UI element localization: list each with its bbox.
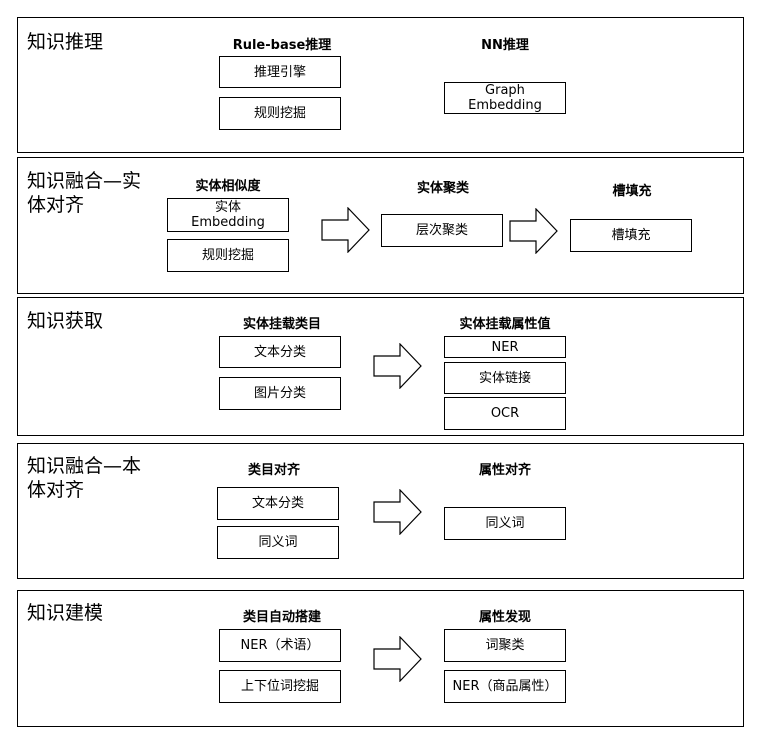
column-heading-attribute-discovery: 属性发现 [478, 610, 532, 625]
box-rule-mining: 规则挖掘 [167, 239, 289, 272]
flow-arrow-icon [321, 207, 370, 253]
box-inference-engine: 推理引擎 [219, 56, 341, 88]
box-ocr: OCR [444, 397, 566, 430]
section-title: 知识建模 [27, 602, 104, 624]
section-knowledge-modeling: 知识建模 类目自动搭建 NER（术语） 上下位词挖掘 属性发现 词聚类 NER（… [17, 590, 744, 727]
column-heading-category-alignment: 类目对齐 [247, 463, 301, 478]
flow-arrow-icon [373, 343, 422, 389]
flow-arrow-icon [373, 489, 422, 535]
column-heading-rule-based: Rule-base推理 [232, 38, 332, 53]
column-heading-category-construction: 类目自动搭建 [242, 610, 322, 625]
box-synonyms: 同义词 [217, 526, 339, 559]
box-rule-mining: 规则挖掘 [219, 97, 341, 130]
box-ner-terms: NER（术语） [219, 629, 341, 662]
flow-arrow-icon [373, 636, 422, 682]
column-heading-slot-filling: 槽填充 [612, 184, 652, 199]
flow-arrow-icon [509, 208, 558, 254]
box-ner: NER [444, 336, 566, 358]
column-heading-nn: NN推理 [481, 38, 529, 53]
column-heading-entity-category: 实体挂载类目 [242, 317, 322, 332]
column-heading-attribute-alignment: 属性对齐 [478, 463, 532, 478]
column-heading-entity-clustering: 实体聚类 [416, 181, 470, 196]
section-entity-alignment: 知识融合—实 体对齐 实体相似度 实体 Embedding 规则挖掘 实体聚类 … [17, 157, 744, 294]
box-ner-product-attributes: NER（商品属性） [444, 670, 566, 703]
box-entity-linking: 实体链接 [444, 362, 566, 394]
box-slot-filling: 槽填充 [570, 219, 692, 252]
section-knowledge-acquisition: 知识获取 实体挂载类目 文本分类 图片分类 实体挂载属性值 NER 实体链接 O… [17, 297, 744, 436]
column-heading-entity-similarity: 实体相似度 [195, 179, 261, 194]
section-title: 知识融合—本 体对齐 [27, 455, 142, 501]
box-graph-embedding: Graph Embedding [444, 82, 566, 114]
box-text-classification: 文本分类 [219, 336, 341, 368]
box-hierarchical-clustering: 层次聚类 [381, 214, 503, 247]
box-synonyms: 同义词 [444, 507, 566, 540]
box-entity-embedding: 实体 Embedding [167, 198, 289, 232]
section-ontology-alignment: 知识融合—本 体对齐 类目对齐 文本分类 同义词 属性对齐 同义词 [17, 443, 744, 579]
section-title: 知识获取 [27, 310, 104, 332]
section-knowledge-reasoning: 知识推理 Rule-base推理 推理引擎 规则挖掘 NN推理 Graph Em… [17, 17, 744, 153]
section-title: 知识推理 [27, 31, 104, 53]
section-title: 知识融合—实 体对齐 [27, 170, 142, 216]
box-hypernym-mining: 上下位词挖掘 [219, 670, 341, 703]
box-word-clustering: 词聚类 [444, 629, 566, 662]
box-image-classification: 图片分类 [219, 377, 341, 410]
column-heading-entity-attribute: 实体挂载属性值 [459, 317, 551, 332]
box-text-classification: 文本分类 [217, 487, 339, 520]
